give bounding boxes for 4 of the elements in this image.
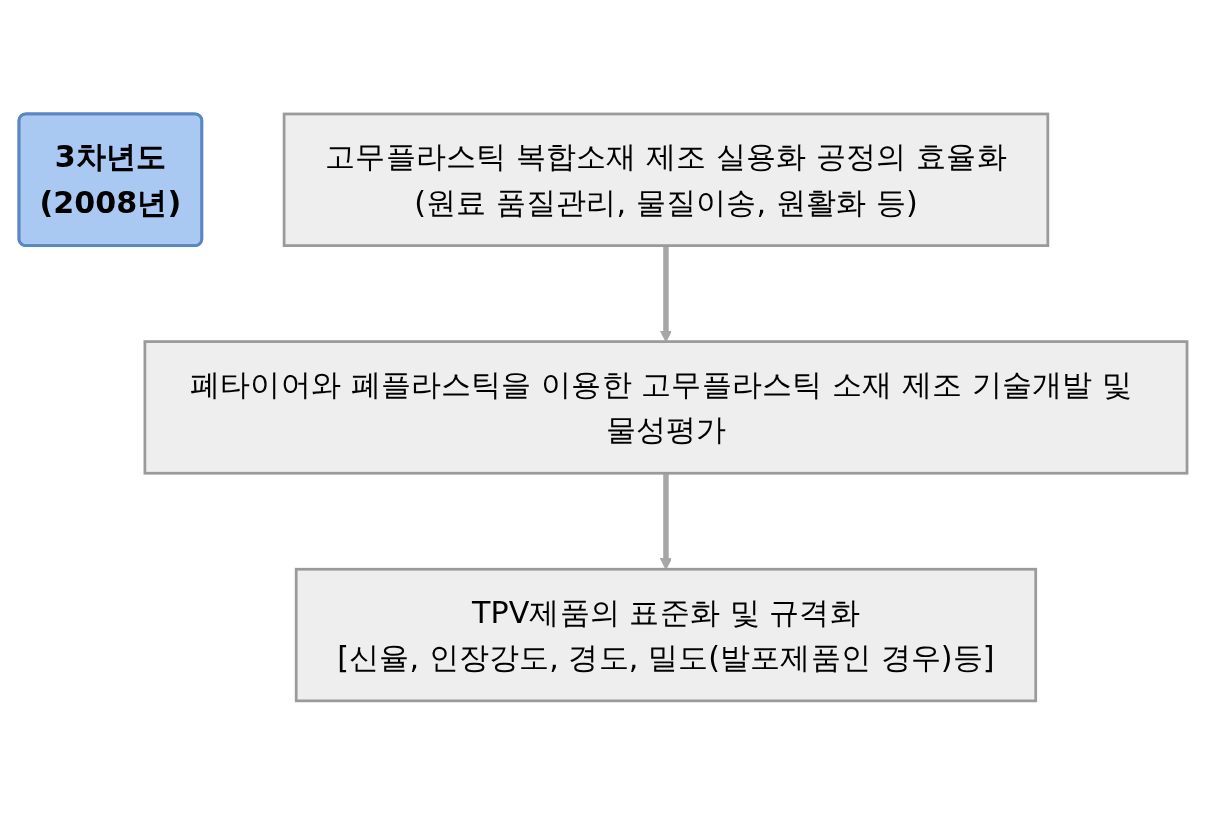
node-box: 고무플라스틱 복합소재 제조 실용화 공정의 효율화 (원료 품질관리, 물질이송, 원활화 등)	[282, 112, 1050, 248]
arrow	[659, 473, 672, 570]
node-box: 폐타이어와 폐플라스틱을 이용한 고무플라스틱 소재 제조 기술개발 및 물성평가	[143, 340, 1189, 475]
node-box: TPV제품의 표준화 및 규격화 [신율, 인장강도, 경도, 밀도(발포제품인 경우)등]	[294, 567, 1038, 703]
